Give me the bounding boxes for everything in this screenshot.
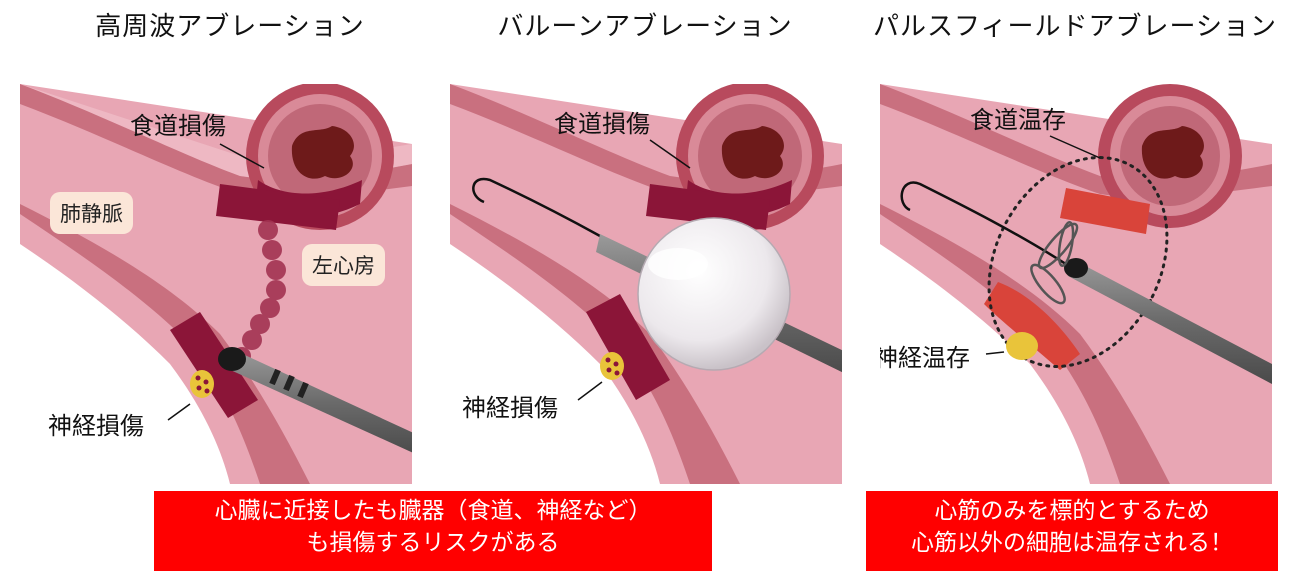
note-risk-line-1: 心臓に近接したも臓器（食道、神経など） [214, 498, 652, 524]
label-pulmonary-vein: 肺静脈 [50, 192, 133, 234]
panel-balloon: 食道損傷 神経損傷 [450, 84, 842, 484]
note-pfa-line-2: 心筋以外の細胞は温存される！ [911, 530, 1233, 556]
panel-title-rf: 高周波アブレーション [95, 12, 365, 42]
panel-title-pfa: パルスフィールドアブレーション [873, 12, 1277, 42]
label-nerve-injury-rf: 神経損傷 [48, 412, 144, 440]
pfa-illustration [880, 84, 1272, 484]
rf-illustration [20, 84, 412, 484]
note-risk-line-2: も損傷するリスクがある [306, 530, 560, 556]
label-esophagus-injury-balloon: 食道損傷 [554, 110, 650, 138]
label-nerve-injury-balloon: 神経損傷 [462, 394, 558, 422]
panel-rf: 食道損傷 肺静脈 左心房 神経損傷 [20, 84, 412, 484]
label-esophagus-injury-rf: 食道損傷 [130, 112, 226, 140]
note-pfa-line-1: 心筋のみを標的とするため [934, 498, 1210, 524]
balloon-illustration [450, 84, 842, 484]
note-pfa-benefit: 心筋のみを標的とするため 心筋以外の細胞は温存される！ [866, 491, 1278, 571]
panel-pfa: 食道温存 神経温存 [880, 84, 1272, 484]
label-nerve-spared: 神経温存 [880, 344, 970, 372]
panel-title-balloon: バルーンアブレーション [497, 12, 793, 42]
note-risk: 心臓に近接したも臓器（食道、神経など） も損傷するリスクがある [154, 491, 712, 571]
label-esophagus-spared: 食道温存 [970, 106, 1066, 134]
label-left-atrium: 左心房 [302, 244, 385, 286]
